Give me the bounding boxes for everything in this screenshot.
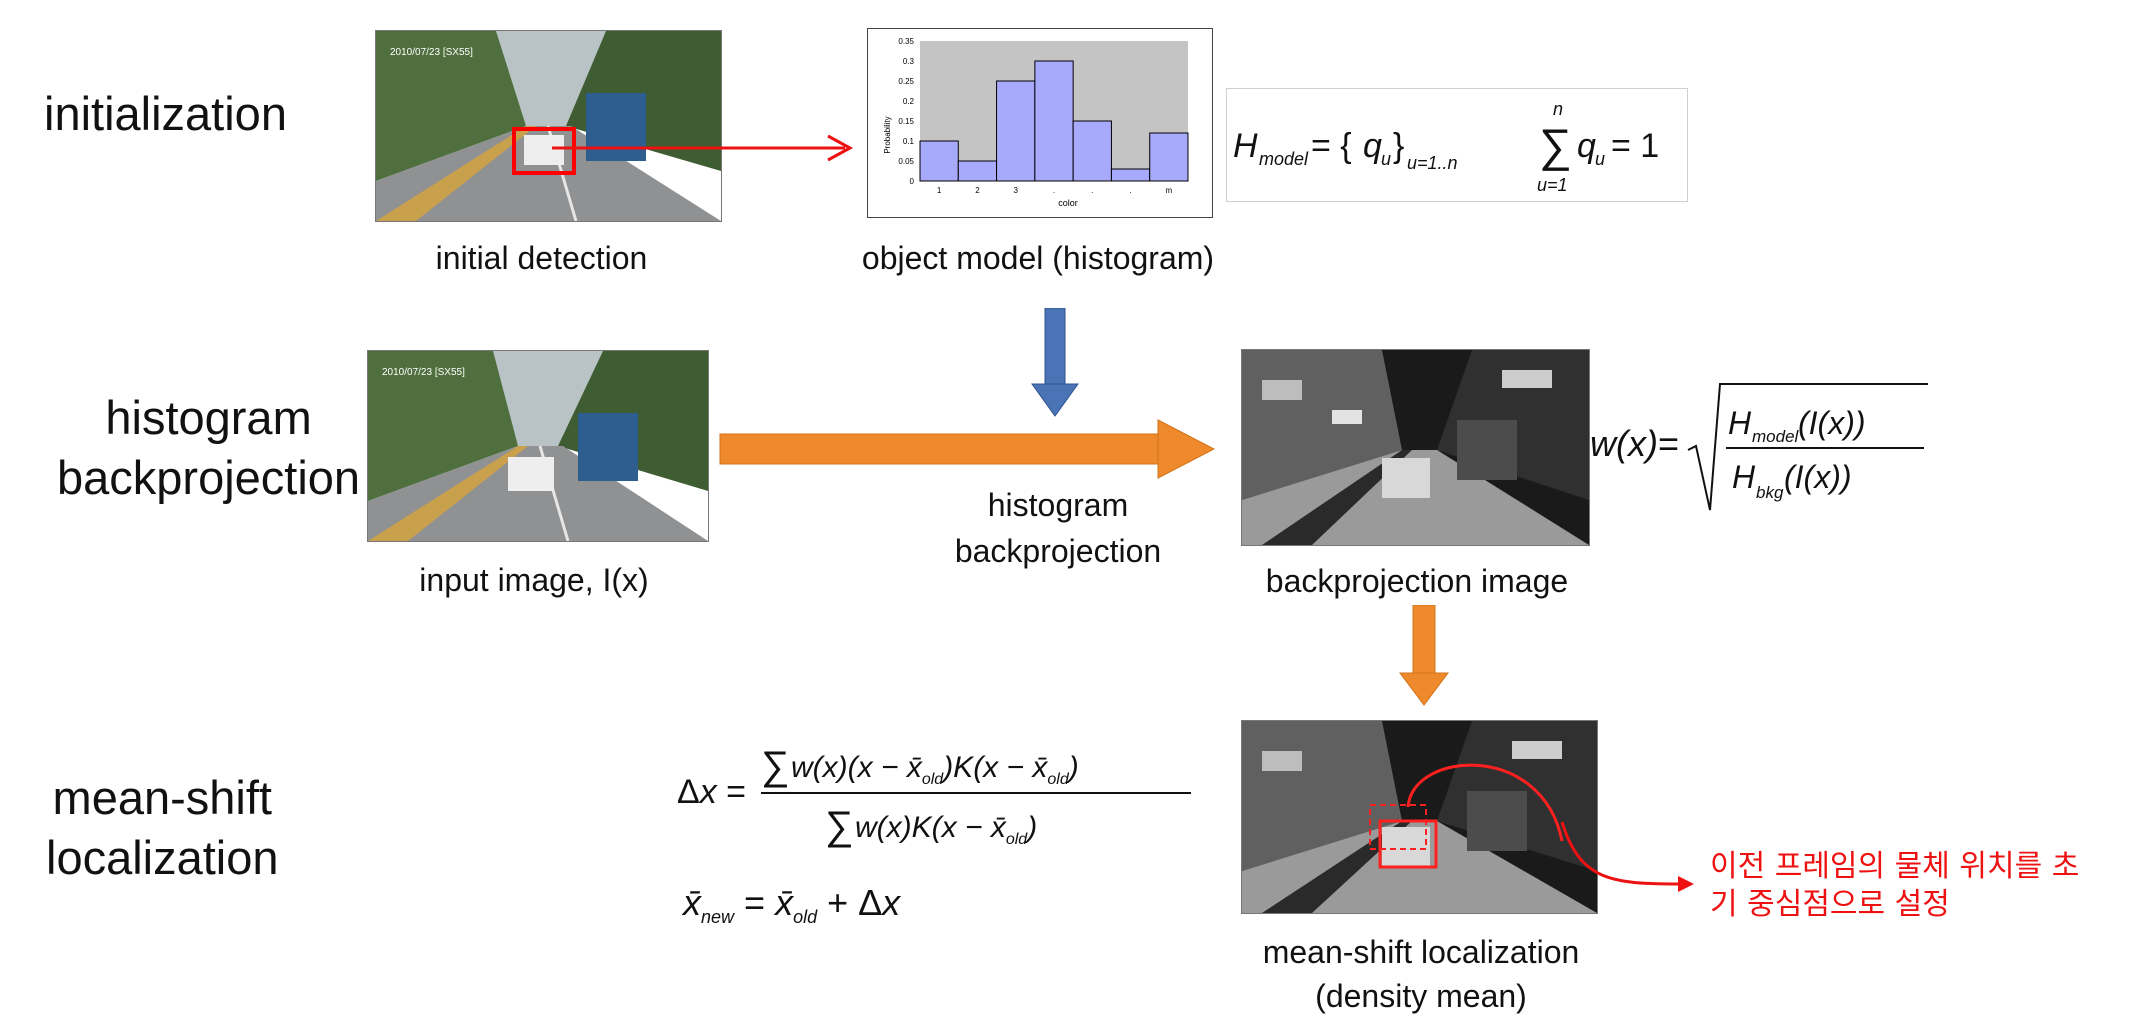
svg-text:∑: ∑ xyxy=(1539,119,1572,171)
annotation-text: 이전 프레임의 물체 위치를 초 기 중심점으로 설정 xyxy=(1710,848,2079,924)
caption-histogram-backprojection-arrow: histogram backprojection xyxy=(918,482,1198,574)
model-formula-box: H model = { q u } u=1..n n ∑ u=1 q u = 1 xyxy=(1226,88,1688,202)
histogram-bar xyxy=(1072,120,1112,182)
svg-text:x̄new = x̄old + Δx: x̄new = x̄old + Δx xyxy=(681,882,902,925)
y-tick-label: 0.1 xyxy=(903,137,915,146)
down-arrow-blue xyxy=(1031,308,1079,417)
y-tick-label: 0.2 xyxy=(903,97,915,106)
caption-line-1: mean-shift localization xyxy=(1262,934,1580,970)
caption-backprojection-image: backprojection image xyxy=(1265,563,1569,599)
svg-text:u: u xyxy=(1595,149,1605,169)
timestamp-overlay: 2010/07/23 [SX55] xyxy=(382,367,465,378)
down-arrow-orange xyxy=(1399,605,1449,706)
svg-text:bkg: bkg xyxy=(1756,483,1784,502)
svg-text:= 1: = 1 xyxy=(1611,127,1659,165)
y-tick-label: 0.25 xyxy=(898,77,914,86)
histogram-bar xyxy=(919,140,959,182)
svg-text:model: model xyxy=(1259,149,1309,169)
svg-text:}: } xyxy=(1393,127,1404,165)
input-image: 2010/07/23 [SX55] xyxy=(367,350,709,542)
stage-label-initialization: initialization xyxy=(44,87,287,140)
x-tick-label: 2 xyxy=(975,186,980,195)
caption-line-2: backprojection xyxy=(954,533,1162,569)
y-tick-label: 0 xyxy=(910,177,915,186)
stage-line-2: backprojection xyxy=(57,451,361,504)
right-arrow-orange xyxy=(719,419,1216,479)
histogram-bar xyxy=(1034,60,1074,182)
x-tick-label: . xyxy=(1091,186,1093,195)
y-axis-label: Probability xyxy=(883,116,892,153)
initial-detection-image: 2010/07/23 [SX55] xyxy=(375,30,722,222)
svg-text:= {: = { xyxy=(1311,127,1352,165)
svg-text:(I(x)): (I(x)) xyxy=(1784,459,1852,495)
svg-text:∑: ∑ xyxy=(761,744,790,788)
svg-text:q: q xyxy=(1363,127,1382,165)
svg-text:u=1..n: u=1..n xyxy=(1407,153,1458,173)
stage-line-2: localization xyxy=(46,831,279,884)
backprojection-image xyxy=(1241,349,1590,546)
stage-label-histogram-backprojection: histogram backprojection xyxy=(57,388,360,508)
x-axis-label: color xyxy=(1058,198,1078,208)
svg-text:w(x): w(x) xyxy=(1590,423,1658,464)
svg-text:=: = xyxy=(1658,423,1679,464)
svg-text:(I(x)): (I(x)) xyxy=(1798,405,1866,441)
svg-text:u: u xyxy=(1381,149,1391,169)
current-window xyxy=(1378,819,1438,869)
svg-text:model: model xyxy=(1752,427,1800,446)
svg-text:n: n xyxy=(1553,99,1563,119)
mean-shift-formulas: Δx = ∑ w(x)(x − x̄old)K(x − x̄old) ∑ w(x… xyxy=(677,744,1191,925)
mean-shift-image xyxy=(1241,720,1598,914)
x-tick-label: . xyxy=(1129,186,1131,195)
model-formula: H model = { q u } u=1..n n ∑ u=1 q u = 1 xyxy=(1233,99,1659,195)
backprojection-illustration xyxy=(1242,350,1589,545)
histogram-bar xyxy=(957,160,998,182)
svg-text:H: H xyxy=(1732,459,1756,495)
stage-label-mean-shift: mean-shift localization xyxy=(46,768,279,888)
annotation-line-1: 이전 프레임의 물체 위치를 초 xyxy=(1710,849,2080,884)
caption-mean-shift: mean-shift localization (density mean) xyxy=(1226,930,1616,1018)
annotation-line-2: 기 중심점으로 설정 xyxy=(1710,887,1950,922)
detection-to-model-arrow xyxy=(552,134,854,162)
svg-text:q: q xyxy=(1577,127,1596,165)
svg-text:Δx =: Δx = xyxy=(677,773,746,811)
annotation-arrow xyxy=(1560,821,1694,892)
svg-text:∑: ∑ xyxy=(825,804,854,848)
road-scene-illustration: 2010/07/23 [SX55] xyxy=(368,351,708,541)
x-tick-label: m xyxy=(1166,186,1173,195)
histogram-bar xyxy=(1149,132,1189,182)
weight-formula: w(x) = H model (I(x)) H bkg (I(x)) xyxy=(1590,383,1928,511)
y-tick-label: 0.15 xyxy=(898,117,914,126)
svg-text:u=1: u=1 xyxy=(1537,175,1568,195)
mean-shift-illustration xyxy=(1242,721,1597,913)
road-scene-illustration: 2010/07/23 [SX55] xyxy=(376,31,721,221)
caption-line-2: (density mean) xyxy=(1315,978,1527,1014)
svg-text:H: H xyxy=(1233,127,1258,165)
y-tick-label: 0.35 xyxy=(898,37,914,46)
histogram-bar xyxy=(996,80,1036,182)
x-tick-label: . xyxy=(1053,186,1055,195)
caption-line-1: histogram xyxy=(987,487,1129,523)
svg-text:w(x)K(x − x̄old): w(x)K(x − x̄old) xyxy=(855,811,1037,848)
svg-text:w(x)(x − x̄old)K(x − x̄old): w(x)(x − x̄old)K(x − x̄old) xyxy=(791,751,1079,788)
svg-text:H: H xyxy=(1728,405,1752,441)
timestamp-overlay: 2010/07/23 [SX55] xyxy=(390,47,473,58)
stage-line-1: mean-shift xyxy=(52,771,272,824)
caption-initial-detection: initial detection xyxy=(435,240,648,276)
stage-line-1: histogram xyxy=(105,391,312,444)
y-tick-label: 0.05 xyxy=(898,157,914,166)
histogram-bar xyxy=(1110,168,1151,182)
y-tick-label: 0.3 xyxy=(903,57,915,66)
caption-object-model: object model (histogram) xyxy=(861,240,1215,276)
caption-input-image: input image, I(x) xyxy=(419,562,649,598)
x-tick-label: 3 xyxy=(1013,186,1018,195)
x-tick-label: 1 xyxy=(937,186,942,195)
